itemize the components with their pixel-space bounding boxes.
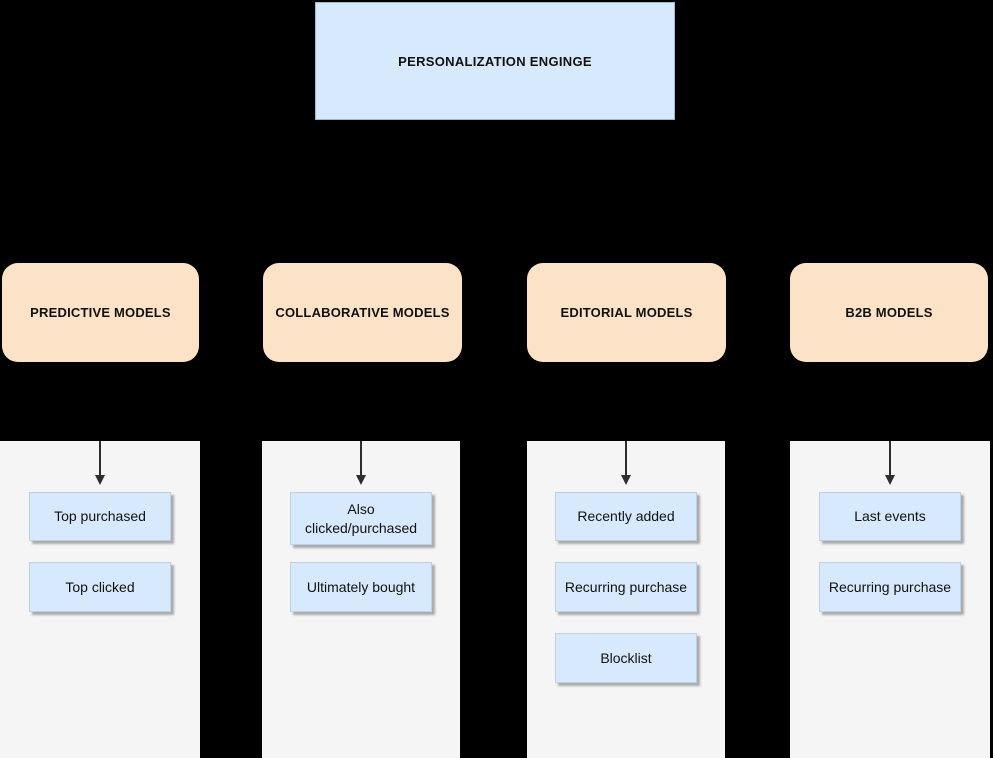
model-node-label: Top purchased — [54, 508, 146, 525]
model-node-label: Recurring purchase — [828, 578, 952, 595]
category-node-editorial-models[interactable]: EDITORIAL MODELS — [527, 263, 726, 362]
model-node-label: Also clicked/purchased — [304, 501, 418, 536]
model-node-recently-added[interactable]: Recently added — [555, 492, 697, 541]
model-node-also-clicked-purchased[interactable]: Also clicked/purchased — [290, 492, 432, 545]
category-label: PREDICTIVE MODELS — [30, 305, 171, 320]
model-node-top-purchased[interactable]: Top purchased — [29, 492, 171, 541]
model-node-label: Top clicked — [65, 578, 135, 595]
model-node-top-clicked[interactable]: Top clicked — [29, 562, 171, 612]
root-node-label: PERSONALIZATION ENGINGE — [398, 53, 592, 69]
model-node-label: Last events — [854, 508, 926, 525]
panel-b2b-models[interactable]: Last events Recurring purchase — [790, 441, 990, 758]
model-node-recurring-purchase-b2b[interactable]: Recurring purchase — [819, 562, 961, 612]
model-node-label: Recurring purchase — [564, 578, 688, 595]
model-node-label: Ultimately bought — [306, 578, 416, 595]
category-node-b2b-models[interactable]: B2B MODELS — [790, 263, 988, 362]
category-node-collaborative-models[interactable]: COLLABORATIVE MODELS — [263, 263, 462, 362]
panel-editorial-models[interactable]: Recently added Recurring purchase Blockl… — [527, 441, 725, 758]
model-node-label: Blocklist — [600, 649, 652, 666]
panel-collaborative-models[interactable]: Also clicked/purchased Ultimately bought — [262, 441, 460, 758]
category-label: B2B MODELS — [845, 305, 933, 320]
model-node-last-events[interactable]: Last events — [819, 492, 961, 541]
category-node-predictive-models[interactable]: PREDICTIVE MODELS — [2, 263, 199, 362]
model-node-ultimately-bought[interactable]: Ultimately bought — [290, 562, 432, 612]
panel-predictive-models[interactable]: Top purchased Top clicked — [0, 441, 200, 758]
root-node-personalization-engine[interactable]: PERSONALIZATION ENGINGE — [315, 2, 675, 120]
category-label: COLLABORATIVE MODELS — [275, 305, 450, 320]
model-node-blocklist[interactable]: Blocklist — [555, 633, 697, 683]
category-label: EDITORIAL MODELS — [560, 305, 693, 320]
model-node-label: Recently added — [577, 508, 675, 525]
model-node-recurring-purchase[interactable]: Recurring purchase — [555, 562, 697, 612]
